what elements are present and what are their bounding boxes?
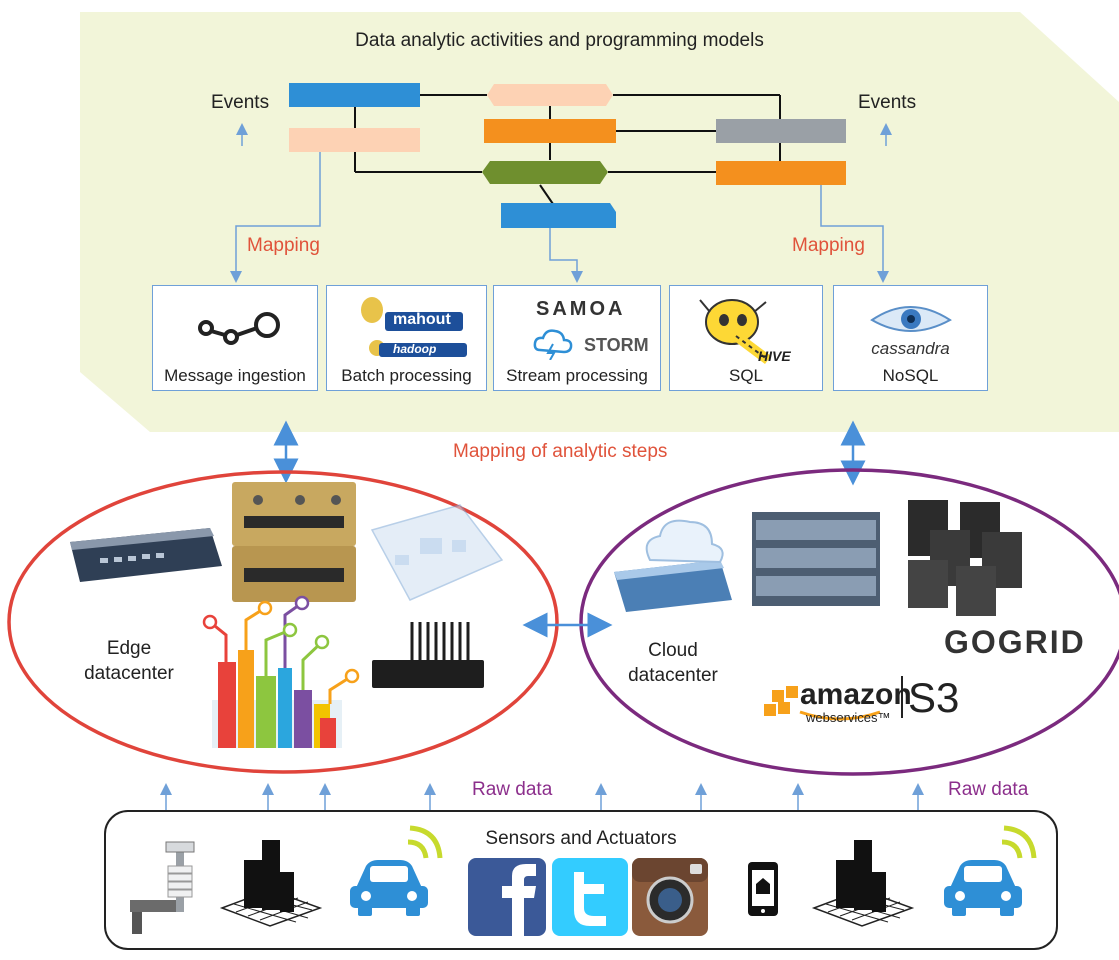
mapping-arrow-nosql: [820, 185, 889, 283]
building-icon: [811, 840, 915, 927]
edge-label-line-2: datacenter: [84, 663, 174, 684]
instagram-icon: [632, 858, 708, 936]
cloud-server-cluster-image: [908, 500, 1022, 616]
raw-data-left-label: Raw data: [472, 779, 553, 800]
amazon-smile-icon: [799, 710, 881, 721]
edge-gateway-image: [232, 482, 356, 602]
edge-datacenter-label: Edge datacenter: [84, 636, 174, 686]
storm-logo-text: STORM: [584, 335, 649, 355]
facebook-icon: [468, 858, 546, 936]
edge-circuit-board-image: [370, 504, 504, 601]
tool-message-ingestion: Message ingestion: [152, 285, 318, 391]
tool-label-batch-processing: Batch processing: [341, 366, 472, 385]
tool-sql: HIVE SQL: [669, 285, 823, 391]
mapping-arrow-ingestion: [230, 152, 321, 283]
tool-stream-processing: SAMOA STORM Stream processing: [493, 285, 661, 391]
sensors-and-actuators-box: Sensors and Actuators: [104, 810, 1058, 950]
mahout-logo-text: mahout: [393, 311, 451, 328]
workflow-node-query: [716, 161, 846, 185]
workflow-graph: [230, 83, 892, 283]
diagram-title: Data analytic activities and programming…: [355, 30, 764, 51]
cassandra-eye-icon: [870, 306, 952, 332]
mahout-hadoop-logo: [361, 297, 467, 357]
workflow-node-analyze: [482, 161, 608, 184]
connected-car-icon: [350, 825, 443, 916]
cloud-label-line-1: Cloud: [648, 640, 698, 661]
events-right-label: Events: [858, 92, 917, 113]
amazon-webservices-text: webservices™: [806, 710, 891, 725]
edge-lte-router-image: [372, 622, 484, 688]
tool-label-sql: SQL: [728, 366, 764, 385]
cloud-label-line-2: datacenter: [628, 665, 718, 686]
edge-router-image: [70, 528, 222, 582]
workflow-node-transform: [484, 119, 616, 143]
cloud-server-rack-image: [752, 512, 880, 606]
workflow-node-output: [501, 203, 616, 228]
twitter-icon: [552, 858, 628, 936]
tool-label-message-ingestion: Message ingestion: [164, 366, 306, 385]
mapping-right-label: Mapping: [792, 235, 865, 256]
kafka-logo: [198, 312, 280, 345]
amazon-trademark: ™: [877, 710, 891, 725]
workflow-node-merge: [487, 84, 613, 106]
connected-car-icon: [944, 825, 1037, 916]
cassandra-logo-text: cassandra: [871, 339, 950, 358]
hadoop-logo-text: hadoop: [393, 342, 437, 356]
cloud-storage-image: [614, 519, 732, 612]
workflow-node-store: [716, 119, 846, 143]
hive-logo-text: HIVE: [758, 348, 791, 364]
building-icon: [219, 840, 323, 927]
samoa-logo-text: SAMOA: [536, 298, 626, 320]
events-left-label: Events: [211, 92, 270, 113]
amazon-webservices-label: webservices: [806, 710, 878, 725]
smartphone-icon: [748, 862, 778, 916]
raw-data-right-label: Raw data: [948, 779, 1029, 800]
tool-label-stream-processing: Stream processing: [506, 366, 648, 385]
sensors-title: Sensors and Actuators: [485, 828, 677, 849]
s3-logo-text: S3: [908, 674, 960, 721]
edge-label-line-1: Edge: [106, 638, 152, 659]
storm-cloud-icon: [533, 329, 573, 360]
amazon-logo-cubes-icon: [764, 686, 798, 716]
mapping-left-label: Mapping: [247, 235, 320, 256]
cloud-datacenter-label: Cloud datacenter: [628, 638, 718, 688]
hive-logo: [699, 299, 771, 364]
gogrid-logo: GOGRID: [944, 624, 1086, 660]
mapping-analytic-steps-label: Mapping of analytic steps: [453, 441, 668, 462]
tool-nosql: cassandra NoSQL: [833, 285, 988, 391]
amazon-logo-text: amazon: [800, 678, 912, 711]
workflow-node-ingest: [289, 83, 420, 107]
tool-label-nosql: NoSQL: [882, 366, 939, 385]
weather-station-icon: [130, 841, 195, 934]
smart-city-image: [202, 595, 360, 748]
tool-batch-processing: mahout hadoop Batch processing: [326, 285, 487, 391]
mapping-arrow-stream: [549, 228, 583, 283]
workflow-node-buffer: [289, 128, 420, 152]
